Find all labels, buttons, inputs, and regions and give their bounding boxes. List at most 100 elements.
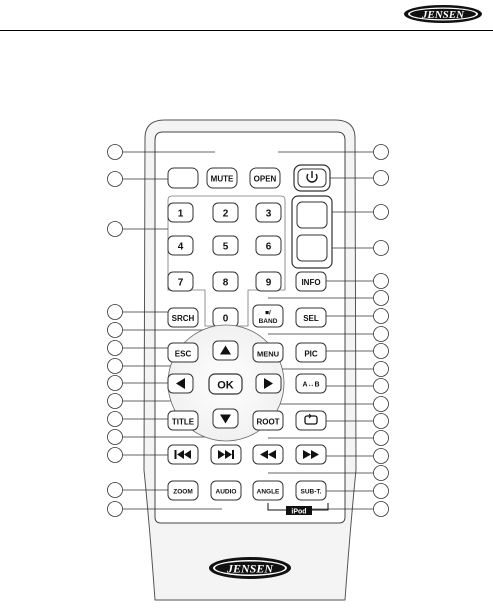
header-brand-text: JENSEN [421,9,465,21]
number-8-label: 8 [223,278,229,289]
callout-right-3 [373,204,389,220]
number-button-2[interactable]: 2 [212,202,239,223]
callout-right-12 [373,396,389,412]
callout-left-2 [107,171,123,187]
callout-right-1 [373,144,389,160]
callout-left-13 [107,482,123,498]
remote-brand-text: JENSEN [226,562,274,576]
down-arrow-icon [220,414,231,424]
srch-button[interactable]: SRCH [167,307,199,328]
jensen-header-logo: JENSEN [404,5,482,23]
skip-forward-icon [218,450,234,459]
number-button-8[interactable]: 8 [212,271,239,292]
number-pad: 1 2 3 4 5 6 7 8 [167,202,282,328]
rewind-button[interactable] [252,444,284,465]
callout-right-9 [373,343,389,359]
srch-label: SRCH [172,314,195,323]
esc-button[interactable]: ESC [167,342,199,363]
angle-button[interactable]: ANGLE [252,480,284,501]
callout-left-7 [107,358,123,374]
callout-right-6 [373,290,389,306]
ok-label: OK [217,380,234,392]
header-rule [0,30,493,31]
callout-left-9 [107,393,123,409]
power-button[interactable] [293,164,331,192]
next-button[interactable] [210,444,242,465]
jensen-remote-logo: JENSEN [209,557,291,579]
callout-left-14 [107,501,123,517]
callout-left-6 [107,340,123,356]
title-label: TITLE [172,418,195,427]
title-button[interactable]: TITLE [167,410,199,431]
repeat-icon [304,413,318,425]
audio-button[interactable]: AUDIO [210,480,242,501]
sel-button[interactable]: SEL [295,307,327,328]
number-button-3[interactable]: 3 [255,202,282,223]
number-button-7[interactable]: 7 [167,271,194,292]
callout-right-17 [373,483,389,499]
ipod-group-marker: iPod [267,503,329,516]
number-button-6[interactable]: 6 [255,235,282,256]
callout-right-13 [373,413,389,429]
number-0-label: 0 [223,314,229,325]
number-button-9[interactable]: 9 [255,271,282,292]
callout-right-15 [373,448,389,464]
number-button-1[interactable]: 1 [167,202,194,223]
prev-button[interactable] [167,444,199,465]
blank-button[interactable] [167,167,199,189]
stop-band-button[interactable]: ■/ BAND [252,304,284,328]
fast-forward-button[interactable] [295,444,327,465]
number-5-label: 5 [223,242,229,253]
a-b-repeat-button[interactable]: A↔B [295,373,327,394]
fast-forward-icon [303,450,319,459]
repeat-button[interactable] [295,410,327,431]
down-button[interactable] [212,408,239,429]
callout-right-5 [373,273,389,289]
left-button[interactable] [167,373,194,394]
audio-label: AUDIO [216,489,237,496]
number-button-4[interactable]: 4 [167,235,194,256]
callout-left-3 [107,221,123,237]
number-1-label: 1 [178,209,184,220]
volume-down-button[interactable] [296,234,328,262]
callout-right-14 [373,430,389,446]
callout-right-10 [373,361,389,377]
menu-label: MENU [257,350,279,359]
volume-up-button[interactable] [296,201,328,229]
number-button-0[interactable]: 0 [212,307,239,328]
callout-left-5 [107,322,123,338]
number-3-label: 3 [266,209,272,220]
info-button[interactable]: INFO [295,271,327,292]
mute-button[interactable]: MUTE [206,167,238,189]
band-label: BAND [259,318,278,325]
callout-right-16 [373,465,389,481]
callout-left-4 [107,304,123,320]
ab-label: A↔B [302,382,319,389]
number-4-label: 4 [178,242,184,253]
menu-button[interactable]: MENU [252,342,284,363]
callouts-right [268,144,389,517]
right-button[interactable] [255,373,282,394]
number-9-label: 9 [266,278,272,289]
power-icon [306,171,318,183]
open-label: OPEN [254,175,277,184]
numpad-enclosure [167,195,286,327]
skip-back-icon [174,450,191,459]
number-button-5[interactable]: 5 [212,235,239,256]
zoom-button[interactable]: ZOOM [167,480,199,501]
open-button[interactable]: OPEN [249,167,281,189]
angle-label: ANGLE [257,489,280,496]
sub-t-button[interactable]: SUB-T. [295,480,327,501]
pic-button[interactable]: PIC [295,342,327,363]
mute-label: MUTE [211,175,234,184]
ok-button[interactable]: OK [208,373,243,395]
info-label: INFO [301,278,320,287]
left-arrow-icon [176,378,185,389]
up-button[interactable] [212,340,239,361]
root-button[interactable]: ROOT [252,410,284,431]
callout-left-11 [107,429,123,445]
esc-label: ESC [175,350,192,359]
pic-label: PIC [304,350,318,359]
sel-label: SEL [303,314,319,323]
callout-left-12 [107,447,123,463]
